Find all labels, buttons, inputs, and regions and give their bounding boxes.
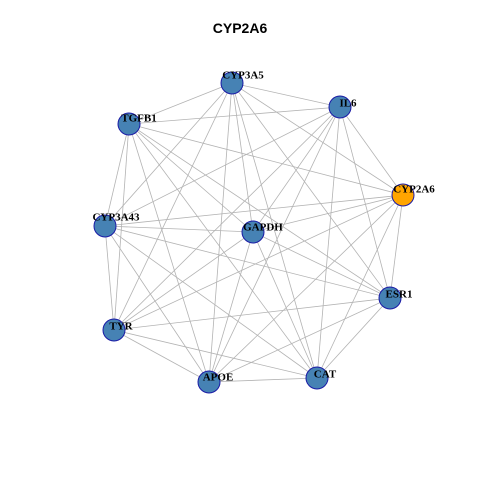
node-esr1 [378,286,402,310]
diagram-title: CYP2A6 [212,20,268,36]
edge-gapdh-apoe [208,231,254,383]
edge-cyp3a5-apoe [208,82,233,383]
edge-tyr-apoe [113,329,210,383]
edge-tgfb1-esr1 [128,123,391,299]
node-cyp3a5 [220,71,244,95]
edge-il6-tgfb1 [128,106,341,125]
edge-cyp2a6-apoe [208,194,404,383]
node-label-tyr: TYR [109,321,133,333]
edge-cyp3a43-tyr [104,225,115,331]
node-tyr [102,318,126,342]
edge-cyp3a5-tgfb1 [128,82,233,125]
edge-tgfb1-cat [128,123,318,379]
node-apoe [197,370,221,394]
edge-cyp3a43-esr1 [104,225,391,299]
node-layer [93,71,415,394]
node-cyp2a6 [391,183,415,207]
edge-il6-cat [316,106,341,379]
edge-esr1-apoe [208,297,391,383]
edge-gapdh-tyr [113,231,254,331]
edge-gapdh-cat [252,231,318,379]
edge-tgfb1-cyp2a6 [128,123,404,196]
edge-il6-esr1 [339,106,391,299]
node-label-cyp2a6: CYP2A6 [393,184,435,196]
edge-cyp3a5-cat [231,82,318,379]
node-label-gapdh: GAPDH [243,222,283,234]
edge-il6-cyp3a43 [104,106,341,227]
node-label-cyp3a43: CYP3A43 [92,212,140,224]
node-cyp3a43 [93,214,117,238]
edge-cyp3a43-cat [104,225,318,379]
edge-cyp3a5-cyp3a43 [104,82,233,227]
edge-tgfb1-cyp3a43 [104,123,130,227]
edge-cyp2a6-gapdh [252,194,404,233]
edge-il6-tyr [113,106,341,331]
edge-tgfb1-apoe [128,123,210,383]
edge-il6-gapdh [252,106,341,233]
edge-tyr-cat [113,329,318,379]
edge-cyp2a6-esr1 [389,194,404,299]
node-il6 [328,95,352,119]
edge-cyp2a6-cat [316,194,404,379]
node-tgfb1 [117,112,141,136]
node-cat [305,366,329,390]
edge-cyp3a5-esr1 [231,82,391,299]
edge-esr1-tyr [113,297,391,331]
edge-il6-cyp2a6 [339,106,404,196]
edge-cyp2a6-tyr [113,194,404,331]
edge-tgfb1-gapdh [128,123,254,233]
node-label-cat: CAT [314,369,337,381]
node-gapdh [241,220,265,244]
node-label-cyp3a5: CYP3A5 [222,70,264,82]
edge-cyp3a5-tyr [113,82,233,331]
edge-gapdh-esr1 [252,231,391,299]
edge-apoe-cat [208,377,318,383]
node-label-esr1: ESR1 [386,289,413,301]
node-label-apoe: APOE [203,372,234,384]
edge-il6-apoe [208,106,341,383]
node-label-tgfb1: TGFB1 [121,113,156,125]
node-label-il6: IL6 [339,98,357,110]
edge-cyp3a43-apoe [104,225,210,383]
edge-cyp2a6-cyp3a43 [104,194,404,227]
edge-cyp3a5-il6 [231,82,341,108]
edge-esr1-cat [316,297,391,379]
edge-cyp3a43-gapdh [104,225,254,233]
edge-cyp3a5-gapdh [231,82,254,233]
edge-layer [104,82,404,383]
